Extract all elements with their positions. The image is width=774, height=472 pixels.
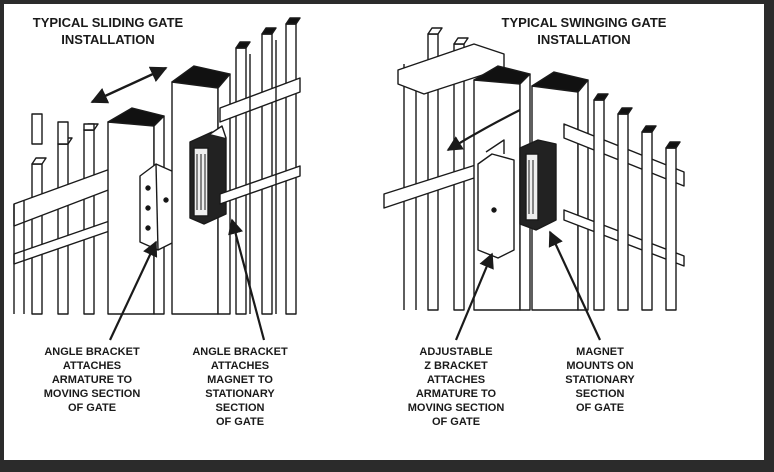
- sliding-gate-title: TYPICAL SLIDING GATE INSTALLATION: [32, 15, 184, 47]
- sliding-right-leader-arrow: [228, 218, 266, 341]
- slide-direction-arrow: [90, 66, 168, 104]
- sliding-gate-drawing: [13, 17, 301, 341]
- sliding-stationary-pickets: [219, 17, 301, 315]
- swinging-z-bracket: [477, 139, 515, 259]
- swinging-gate-title: TYPICAL SWINGING GATE INSTALLATION: [501, 15, 667, 47]
- swinging-magnet-label: MAGNET MOUNTS ON STATIONARY SECTION OF G…: [565, 346, 635, 414]
- diagram-panel: TYPICAL SLIDING GATE INSTALLATION TYPICA…: [4, 4, 764, 460]
- swinging-magnet: [519, 139, 557, 231]
- sliding-magnet: [189, 125, 227, 225]
- swinging-right-leader-arrow: [548, 230, 601, 341]
- sliding-magnet-bracket-label: ANGLE BRACKET ATTACHES MAGNET TO STATION…: [192, 346, 288, 428]
- sliding-moving-pickets: [31, 113, 99, 315]
- swinging-left-leader-arrow: [454, 252, 494, 341]
- sliding-armature-bracket-label: ANGLE BRACKET ATTACHES ARMATURE TO MOVIN…: [43, 346, 141, 414]
- gate-installation-illustration: [13, 17, 685, 341]
- sliding-angle-bracket: [139, 163, 175, 251]
- swing-direction-arrow: [446, 109, 521, 151]
- swinging-gate-drawing: [383, 27, 685, 341]
- swinging-z-bracket-label: ADJUSTABLE Z BRACKET ATTACHES ARMATURE T…: [407, 346, 505, 428]
- sliding-left-leader-arrow: [109, 240, 158, 341]
- swinging-stationary-pickets: [563, 93, 685, 311]
